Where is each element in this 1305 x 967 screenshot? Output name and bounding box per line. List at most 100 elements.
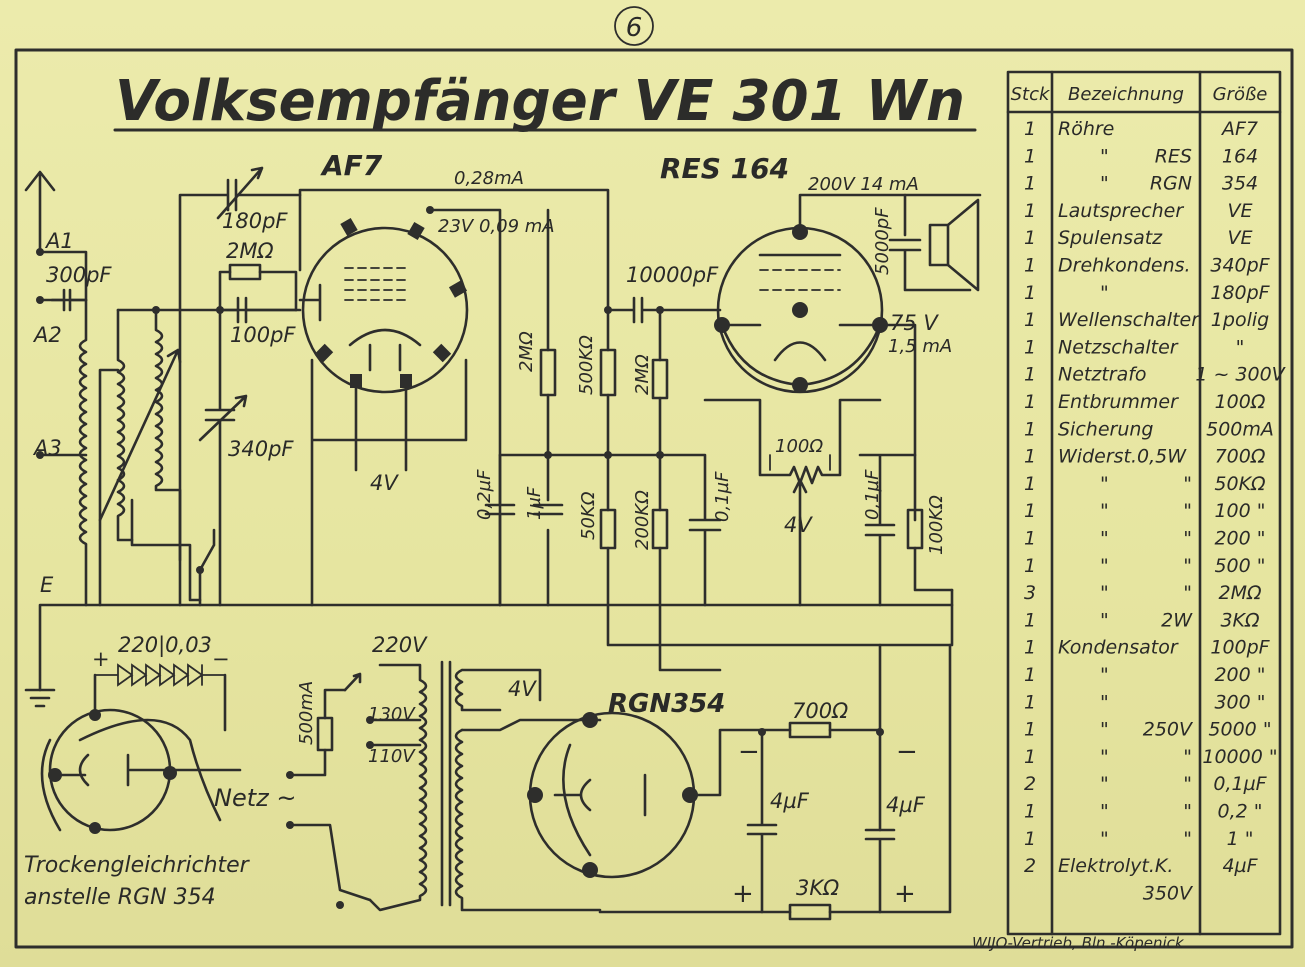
ground-bus <box>38 603 954 692</box>
table-cell-name: " <box>1100 746 1109 768</box>
label-02uf: 0,2µF <box>474 469 495 520</box>
label-5000pf: 5000pF <box>872 207 893 275</box>
table-cell-spec: 250V <box>1143 719 1194 741</box>
table-cell-size: 100Ω <box>1215 391 1266 413</box>
label-100k: 100KΩ <box>926 495 947 555</box>
label-180pf: 180pF <box>222 209 288 233</box>
ground-symbol <box>24 688 56 708</box>
af7-stage <box>178 166 954 647</box>
table-cell-spec: " <box>1183 528 1192 550</box>
table-cell-qty: 1 <box>1024 118 1036 140</box>
label-rectifier: 220|0,03 <box>118 633 212 658</box>
table-cell-name: " <box>1100 719 1109 741</box>
outer-frame <box>14 48 1294 949</box>
table-cell-size: 2MΩ <box>1218 582 1261 604</box>
table-cell-name: " <box>1100 609 1109 631</box>
label-4v-trafo: 4V <box>508 677 537 701</box>
selenium-rectifier <box>94 663 226 687</box>
table-cell-name: Widerst.0,5W <box>1058 446 1187 468</box>
table-cell-size: 0,2 " <box>1218 801 1263 823</box>
table-header-groesse: Größe <box>1213 84 1268 105</box>
table-cell-spec: " <box>1183 773 1192 795</box>
table-cell-qty: 1 <box>1024 173 1036 195</box>
note-anstelle: anstelle RGN 354 <box>24 885 216 910</box>
table-cell-qty: 1 <box>1024 555 1036 577</box>
table-cell-qty: 1 <box>1024 664 1036 686</box>
label-130v: 130V <box>368 704 416 725</box>
label-e: E <box>40 573 54 597</box>
label-700ohm: 700Ω <box>792 699 848 723</box>
table-cell-qty: 1 <box>1024 719 1036 741</box>
table-cell-name: " <box>1100 145 1109 167</box>
label-4v-res: 4V <box>784 513 813 537</box>
transformer-core <box>440 660 452 907</box>
label-netz: Netz ~ <box>214 784 296 812</box>
label-110v: 110V <box>368 746 416 767</box>
label-2m-a: 2MΩ <box>516 331 537 372</box>
label-2m-b: 2MΩ <box>632 354 653 395</box>
table-cell-name: " <box>1100 528 1109 550</box>
label-tube-rgn354: RGN354 <box>608 689 725 719</box>
note-trockengleichrichter: Trockengleichrichter <box>24 853 251 878</box>
table-cell-name: Spulensatz <box>1058 227 1163 249</box>
table-cell-name: " <box>1100 691 1109 713</box>
af7-pins <box>314 217 468 388</box>
table-cell-qty: 1 <box>1024 691 1036 713</box>
table-cell-spec: 2W <box>1161 609 1193 631</box>
table-cell-spec: " <box>1183 500 1192 522</box>
table-cell-size: 1 " <box>1227 828 1254 850</box>
table-cell-name: " <box>1100 282 1109 304</box>
table-cell-spec: 350V <box>1143 882 1194 904</box>
table-cell-size: 164 <box>1222 145 1258 167</box>
table-cell-name: " <box>1100 582 1109 604</box>
table-cell-name: Netztrafo <box>1058 364 1147 386</box>
label-a1: A1 <box>44 229 74 253</box>
table-cell-spec: " <box>1183 801 1192 823</box>
label-50k: 50KΩ <box>578 491 599 540</box>
table-cell-name: Röhre <box>1058 118 1114 140</box>
table-cell-name: Entbrummer <box>1058 391 1179 413</box>
label-220v: 220V <box>372 633 428 657</box>
table-cell-qty: 1 <box>1024 473 1036 495</box>
label-10000pf: 10000pF <box>626 263 719 287</box>
label-15ma: 1,5 mA <box>888 336 952 357</box>
table-cell-qty: 1 <box>1024 309 1036 331</box>
table-cell-spec: " <box>1183 473 1192 495</box>
table-cell-spec: RGN <box>1150 173 1192 195</box>
label-rect-minus: − <box>212 647 230 671</box>
table-header-bezeichnung: Bezeichnung <box>1068 84 1184 105</box>
table-cell-size: 180pF <box>1210 282 1270 304</box>
label-filter-minus-a: − <box>738 737 760 767</box>
table-cell-size: 340pF <box>1210 255 1270 277</box>
table-cell-qty: 1 <box>1024 255 1036 277</box>
label-rect-plus: + <box>92 647 110 671</box>
table-cell-size: 354 <box>1222 173 1258 195</box>
label-100ohm: 100Ω <box>775 436 823 457</box>
table-cell-name: Netzschalter <box>1058 336 1179 358</box>
table-cell-qty: 2 <box>1024 855 1036 877</box>
label-500k: 500KΩ <box>576 335 597 395</box>
sheet-number-circle <box>614 6 654 46</box>
table-cell-name: Wellenschalter <box>1058 309 1200 331</box>
table-cell-name: " <box>1100 473 1109 495</box>
label-3kohm: 3KΩ <box>796 876 839 900</box>
label-a2: A2 <box>32 323 62 347</box>
label-a3: A3 <box>32 436 62 460</box>
label-4uf-a: 4µF <box>770 789 810 813</box>
table-cell-qty: 3 <box>1024 582 1036 604</box>
label-200v: 200V 14 mA <box>808 174 919 195</box>
table-cell-name: Drehkondens. <box>1058 255 1191 277</box>
label-filter-minus-b: − <box>896 737 918 767</box>
table-cell-name: Elektrolyt.K. <box>1058 855 1173 877</box>
table-cell-size: 50KΩ <box>1214 473 1266 495</box>
table-cell-qty: 1 <box>1024 828 1036 850</box>
table-cell-qty: 1 <box>1024 418 1036 440</box>
table-cell-size: 0,1µF <box>1213 773 1267 795</box>
label-340pf: 340pF <box>228 437 294 461</box>
antenna-arrow <box>24 170 56 250</box>
table-cell-name: " <box>1100 801 1109 823</box>
table-cell-qty: 1 <box>1024 200 1036 222</box>
table-cell-name: " <box>1100 664 1109 686</box>
